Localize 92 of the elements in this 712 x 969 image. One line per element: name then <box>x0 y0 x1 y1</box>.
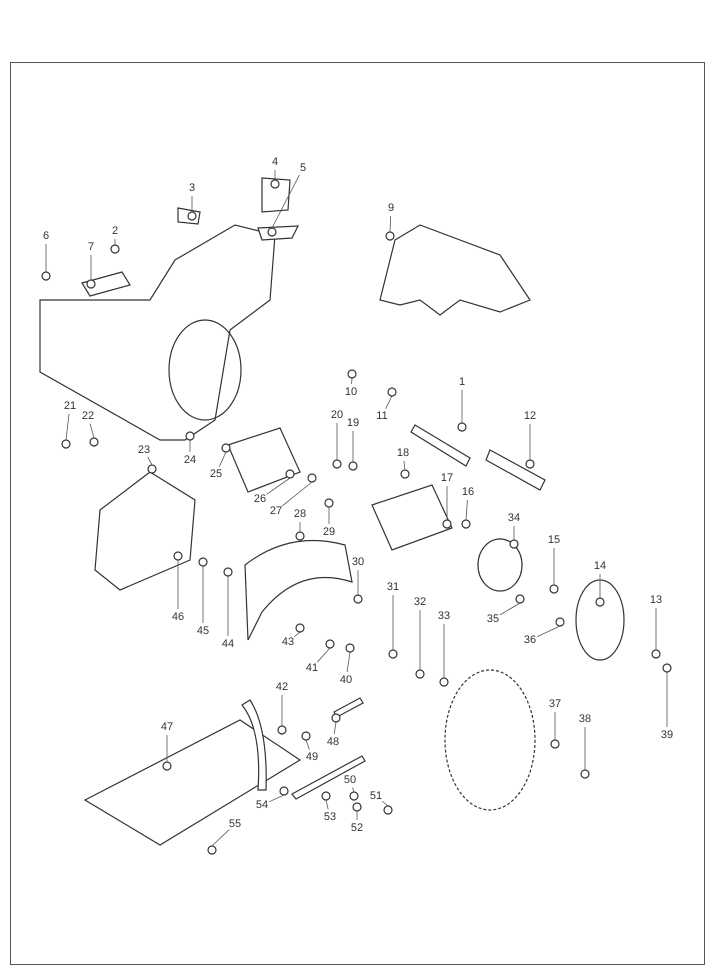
callout-number: 9 <box>388 202 394 214</box>
leader-line <box>392 594 394 650</box>
leader-line <box>147 456 152 466</box>
callout-number: 32 <box>414 596 426 608</box>
callout-number: 46 <box>172 611 184 623</box>
leader-line <box>266 478 290 495</box>
leader-line <box>274 170 276 180</box>
leader-line <box>356 810 358 820</box>
callout-number: 45 <box>196 625 210 637</box>
callout-number: 40 <box>340 674 352 686</box>
callout-number: 13 <box>650 594 662 606</box>
callout-number: 11 <box>376 410 388 422</box>
callout-number: 24 <box>184 454 196 466</box>
leader-line <box>326 800 329 810</box>
callout-number: 19 <box>346 417 360 429</box>
callout-number: 26 <box>254 493 266 505</box>
leader-line <box>294 632 300 638</box>
leader-line <box>202 566 204 624</box>
leader-line <box>499 602 520 616</box>
callout-number: 20 <box>330 409 344 421</box>
callout-number: 16 <box>462 486 474 498</box>
callout-number: 3 <box>188 182 196 194</box>
callout-number: 49 <box>306 751 318 763</box>
leader-line <box>316 648 330 662</box>
callout-number: 39 <box>660 729 674 741</box>
leader-line <box>282 482 312 506</box>
callout-number: 7 <box>88 241 94 253</box>
leader-line <box>404 460 406 470</box>
callout-number: 36 <box>524 634 536 646</box>
leader-line <box>584 726 586 770</box>
callout-number: 15 <box>548 534 560 546</box>
leader-line <box>272 174 300 228</box>
callout-number: 48 <box>326 736 340 748</box>
callout-number: 23 <box>138 444 150 456</box>
leader-line <box>666 672 668 728</box>
callout-number: 12 <box>524 410 536 422</box>
leader-line <box>306 740 310 750</box>
callout-number: 28 <box>294 508 306 520</box>
callout-number: 55 <box>228 818 242 830</box>
leader-line <box>90 423 94 438</box>
leader-line <box>466 500 468 520</box>
callout-number: 50 <box>344 774 356 786</box>
callout-number: 51 <box>370 790 382 802</box>
callout-number: 21 <box>64 400 76 412</box>
leader-line <box>446 486 448 520</box>
leader-line <box>352 430 354 462</box>
leader-line <box>114 238 116 246</box>
callout-number: 47 <box>160 721 174 733</box>
callout-number: 5 <box>300 162 306 174</box>
leader-line <box>536 626 560 638</box>
leader-line <box>554 712 556 740</box>
callout-number: 18 <box>396 447 410 459</box>
leader-line <box>66 414 70 440</box>
leader-line <box>90 254 92 280</box>
callout-number: 44 <box>222 638 234 650</box>
callout-number: 33 <box>438 610 450 622</box>
callout-number: 14 <box>594 560 606 572</box>
leader-line <box>352 787 354 792</box>
leader-line <box>390 216 392 232</box>
leader-line <box>328 506 330 524</box>
callout-number: 34 <box>508 512 520 524</box>
leader-line <box>166 734 168 762</box>
callout-number: 25 <box>210 468 222 480</box>
callout-number: 43 <box>282 636 294 648</box>
callout-number: 22 <box>82 410 94 422</box>
callout-number: 54 <box>256 799 268 811</box>
leader-line <box>336 422 338 460</box>
callout-number: 29 <box>322 526 336 538</box>
leader-line <box>385 396 392 410</box>
callout-number: 4 <box>272 156 278 168</box>
callout-number: 6 <box>42 230 50 242</box>
callout-number: 10 <box>344 386 358 398</box>
callout-number: 27 <box>270 505 282 517</box>
callout-number: 17 <box>440 472 454 484</box>
leader-line <box>218 452 226 468</box>
leader-line <box>334 722 336 734</box>
callout-number: 53 <box>324 811 336 823</box>
leader-line <box>351 378 352 384</box>
leader-line <box>212 829 230 846</box>
callout-number: 41 <box>306 662 318 674</box>
callout-number: 1 <box>458 376 466 388</box>
callout-number: 38 <box>578 713 592 725</box>
leader-line <box>346 652 350 672</box>
leader-line <box>268 794 284 802</box>
leader-line <box>382 800 388 806</box>
callout-number: 52 <box>350 822 364 834</box>
callout-number: 2 <box>112 225 118 237</box>
callout-number: 31 <box>386 581 400 593</box>
callout-number: 37 <box>548 698 562 710</box>
callout-number: 42 <box>276 681 288 693</box>
callout-number: 30 <box>352 556 364 568</box>
callout-number: 35 <box>486 613 500 625</box>
